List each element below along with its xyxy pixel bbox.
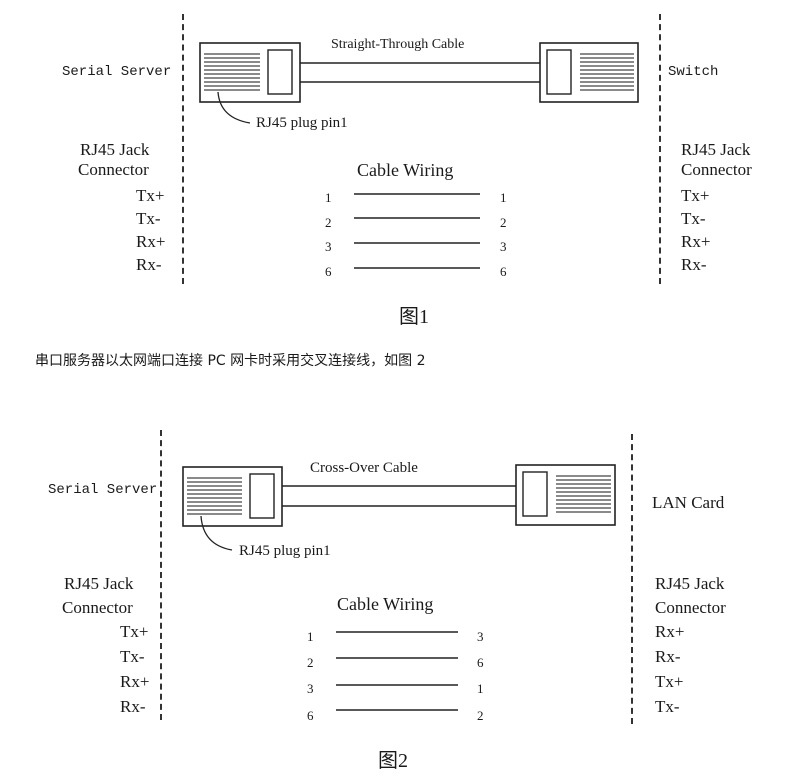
left-signals: Tx+ Tx- Rx+ Rx-	[136, 186, 166, 274]
left-divider	[160, 430, 162, 720]
cable-title: Straight-Through Cable	[331, 37, 465, 52]
right-divider	[659, 14, 661, 284]
wiring-lines	[336, 631, 458, 711]
right-connector-label: RJ45 Jack Connector	[655, 574, 726, 617]
cable-drawing	[199, 42, 639, 269]
plug-pin1-label: RJ45 plug pin1	[239, 543, 331, 559]
left-connector-label: RJ45 Jack Connector	[62, 574, 134, 617]
left-connector-label: RJ45 Jack Connector	[78, 140, 150, 179]
left-device-label: Serial Server	[48, 482, 158, 498]
wiring-title: Cable Wiring	[337, 594, 434, 614]
left-device-label: Serial Server	[62, 64, 172, 80]
right-signals: Rx+ Rx- Tx+ Tx-	[655, 622, 685, 716]
right-device-label: LAN Card	[652, 493, 725, 512]
right-plug	[539, 42, 639, 103]
left-signals: Tx+ Tx- Rx+ Rx-	[120, 622, 150, 716]
right-divider	[631, 434, 633, 724]
right-connector-label: RJ45 Jack Connector	[681, 140, 752, 179]
body-paragraph: 串口服务器以太网端口连接 PC 网卡时采用交叉连接线，如图 2	[35, 353, 426, 369]
right-pins: 1 2 3 6	[500, 190, 507, 280]
right-plug	[515, 464, 616, 526]
cable-body	[300, 62, 540, 83]
left-plug	[182, 466, 283, 527]
wiring-lines	[354, 193, 480, 269]
cable-title: Cross-Over Cable	[310, 460, 418, 476]
right-signals: Tx+ Tx- Rx+ Rx-	[681, 186, 711, 274]
cable-body	[282, 485, 516, 507]
left-pins: 1 2 3 6	[307, 629, 314, 723]
figure-caption: 图2	[378, 750, 408, 772]
left-divider	[182, 14, 184, 284]
left-plug	[199, 42, 301, 103]
right-device-label: Switch	[668, 64, 719, 80]
figure-caption: 图1	[399, 306, 429, 328]
pin1-pointer	[200, 515, 233, 551]
right-pins: 3 6 1 2	[477, 629, 484, 723]
pin1-pointer	[217, 91, 251, 124]
wiring-title: Cable Wiring	[357, 160, 454, 180]
plug-pin1-label: RJ45 plug pin1	[256, 115, 348, 131]
left-pins: 1 2 3 6	[325, 190, 332, 280]
